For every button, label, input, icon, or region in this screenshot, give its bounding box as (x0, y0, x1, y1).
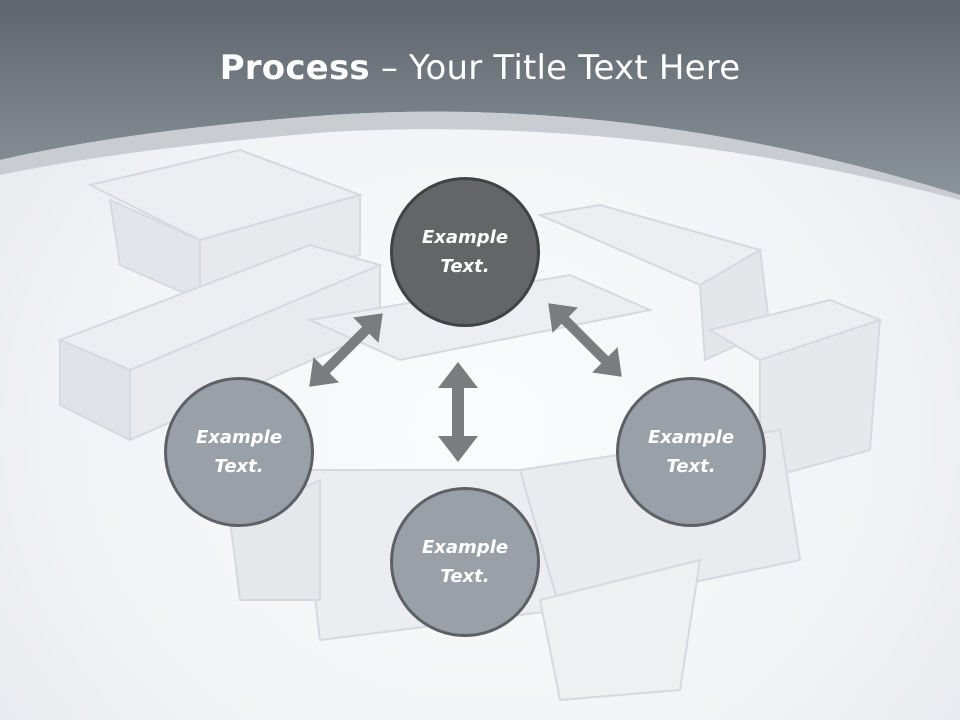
node-left-line2: Text. (214, 456, 264, 477)
title-rest: – Your Title Text Here (369, 48, 741, 88)
node-bottom: Example Text. (390, 487, 540, 637)
node-left: Example Text. (164, 377, 314, 527)
node-bottom-line2: Text. (440, 566, 490, 587)
node-right-line2: Text. (666, 456, 716, 477)
title-bold: Process (219, 48, 370, 88)
header-swoosh (0, 111, 960, 200)
node-left-line1: Example (195, 427, 283, 448)
node-bottom-line1: Example (421, 537, 509, 558)
node-right-line1: Example (647, 427, 735, 448)
header-band (0, 0, 960, 195)
slide-title: Process – Your Title Text Here (0, 48, 960, 88)
node-top-line1: Example (421, 227, 509, 248)
node-right: Example Text. (616, 377, 766, 527)
node-top-line2: Text. (440, 256, 490, 277)
node-top-center: Example Text. (390, 177, 540, 327)
